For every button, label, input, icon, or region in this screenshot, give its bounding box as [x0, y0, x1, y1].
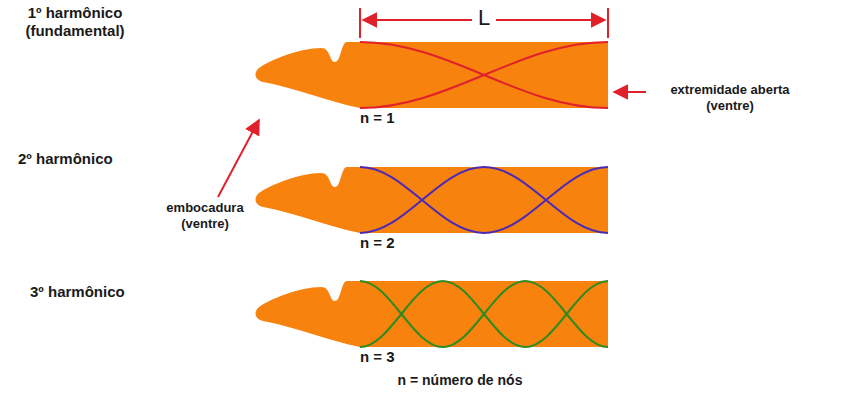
flute-body: [256, 42, 608, 108]
flute-body: [256, 167, 608, 233]
node-count: n = 1: [360, 109, 395, 127]
harmonic-title: 1º harmônico (fundamental): [10, 4, 140, 40]
legend-note: n = número de nós: [330, 372, 590, 389]
standing-waves: [360, 42, 608, 347]
harmonic-title: 2º harmônico: [18, 150, 113, 168]
node-count: n = 3: [360, 348, 395, 366]
flute-body: [256, 281, 608, 347]
callout-label: embocadura (ventre): [150, 200, 260, 231]
node-count: n = 2: [360, 234, 395, 252]
harmonic-title: 3º harmônico: [30, 283, 125, 301]
callout-label: extremidade aberta (ventre): [650, 82, 810, 113]
dimension-label: L: [472, 5, 496, 31]
pointer-arrows: [218, 92, 646, 197]
